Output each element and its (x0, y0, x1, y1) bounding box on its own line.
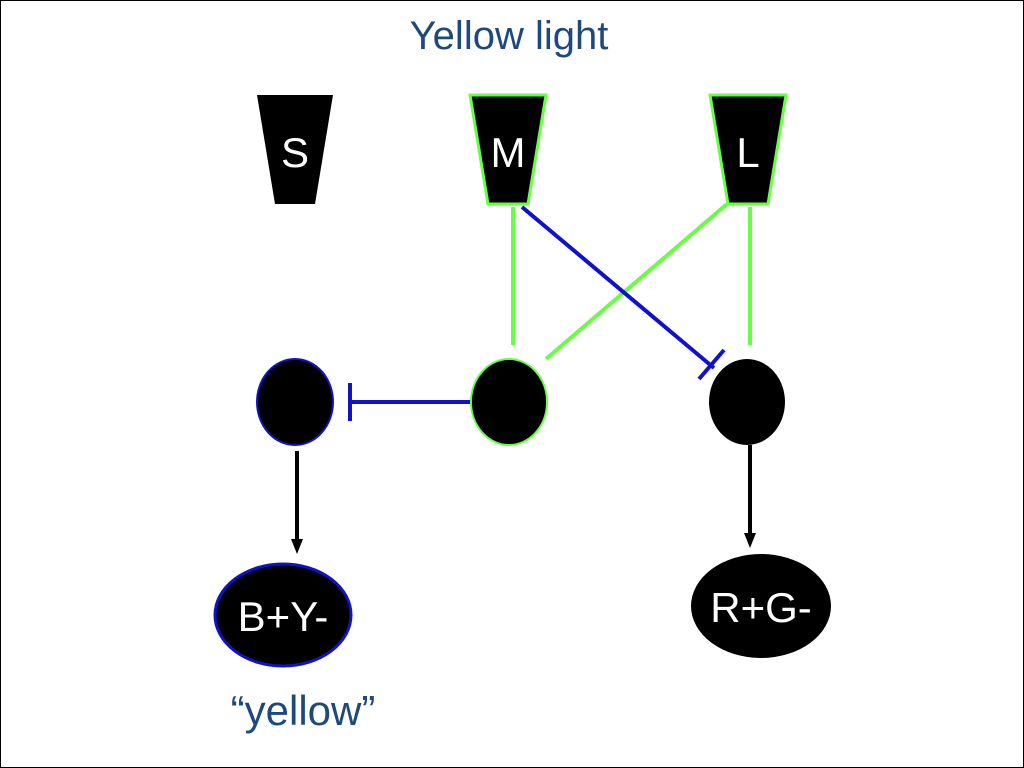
center-node (470, 358, 548, 446)
cone-s: S (257, 95, 333, 204)
slide-title: Yellow light (410, 14, 609, 58)
perception-caption: “yellow” (231, 687, 376, 734)
output-rg: R+G- (691, 554, 831, 658)
l-to-center-connection (544, 202, 729, 361)
cone-s-label: S (281, 129, 309, 176)
inhibitory-bar-right (697, 348, 726, 381)
cone-l-label: L (736, 129, 759, 176)
right-node (709, 359, 785, 445)
cone-m-shape (468, 93, 548, 206)
cone-l-shape (708, 93, 788, 206)
output-rg-label: R+G- (710, 584, 812, 631)
left-node (256, 358, 334, 446)
left-arrow-head (291, 539, 303, 554)
cone-m: M (468, 93, 548, 206)
right-arrow-head (744, 533, 756, 548)
cone-m-label: M (491, 129, 526, 176)
m-inhibits-right-connection (520, 205, 716, 370)
cone-l: L (708, 93, 788, 206)
output-rg-shape (691, 554, 831, 658)
output-by-shape (213, 562, 353, 668)
output-by: B+Y- (213, 562, 353, 668)
output-by-label: B+Y- (238, 593, 329, 640)
cone-s-shape (257, 95, 333, 204)
